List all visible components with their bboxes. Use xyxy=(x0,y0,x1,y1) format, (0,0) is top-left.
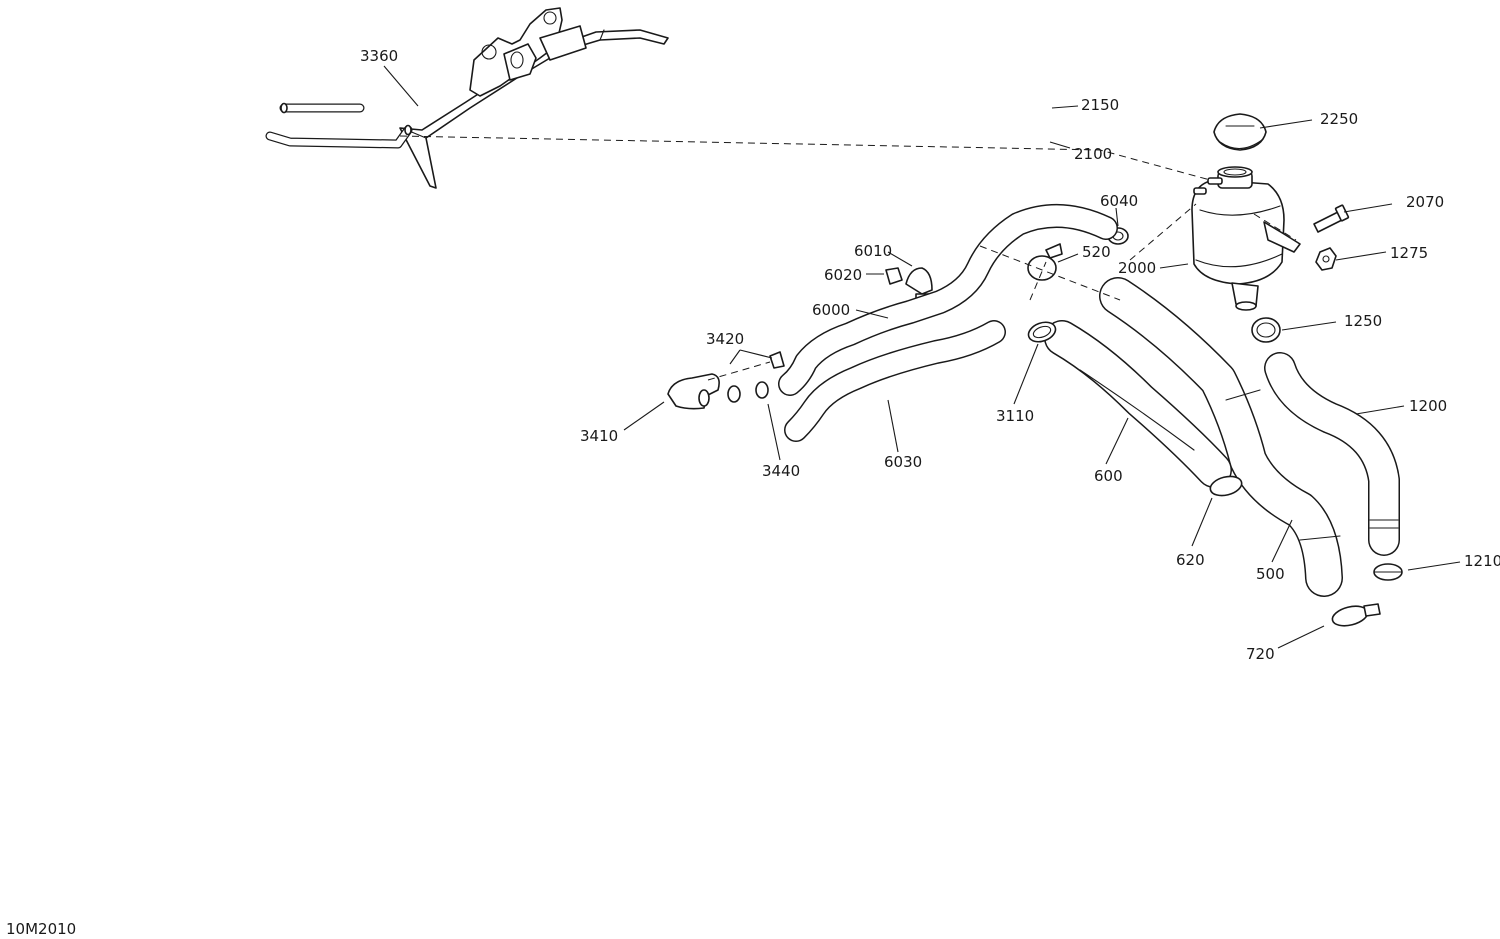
label-3110: 3110 xyxy=(996,407,1034,425)
label-720: 720 xyxy=(1246,645,1275,663)
label-3420: 3420 xyxy=(706,330,744,348)
label-520: 520 xyxy=(1082,243,1111,261)
nut-1275-illustration xyxy=(1315,247,1337,271)
label-620: 620 xyxy=(1176,551,1205,569)
label-2000: 2000 xyxy=(1118,259,1156,277)
tube-2100-illustration xyxy=(265,124,413,149)
label-2250: 2250 xyxy=(1320,110,1358,128)
label-500: 500 xyxy=(1256,565,1285,583)
label-2100: 2100 xyxy=(1074,145,1112,163)
label-3360: 3360 xyxy=(360,47,398,65)
label-6010: 6010 xyxy=(854,242,892,260)
bracket-3360-illustration xyxy=(399,7,669,189)
screw-2070-illustration xyxy=(1313,204,1350,233)
label-1210: 1210 xyxy=(1464,552,1500,570)
hose-500-illustration xyxy=(1099,277,1343,597)
label-1275: 1275 xyxy=(1390,244,1428,262)
expansion-tank-2000-illustration xyxy=(1191,166,1301,311)
label-1250: 1250 xyxy=(1344,312,1382,330)
label-6020: 6020 xyxy=(824,266,862,284)
cap-2250-illustration xyxy=(1213,113,1267,151)
assembly-lines xyxy=(399,135,1297,381)
sleeve-620-illustration xyxy=(1209,475,1243,497)
label-2150: 2150 xyxy=(1081,96,1119,114)
grommet-6020-illustration xyxy=(885,267,903,285)
label-6000: 6000 xyxy=(812,301,850,319)
label-2070: 2070 xyxy=(1406,193,1444,211)
label-3410: 3410 xyxy=(580,427,618,445)
clamp-520-illustration xyxy=(1027,243,1063,281)
fitting-3410-illustration xyxy=(667,373,720,410)
clamp-1250-illustration xyxy=(1251,317,1281,343)
clamps-3440-illustration xyxy=(727,381,769,403)
leader-lines xyxy=(383,65,1461,649)
hose-1200-illustration xyxy=(1264,352,1400,556)
tube-2150-illustration xyxy=(279,102,365,114)
diagram-code: 10M2010 xyxy=(6,920,76,938)
label-3440: 3440 xyxy=(762,462,800,480)
clamp-1210-illustration xyxy=(1373,563,1403,581)
hose-600-illustration xyxy=(1044,320,1232,488)
clamp-720-illustration xyxy=(1331,603,1381,627)
label-600: 600 xyxy=(1094,467,1123,485)
clamp-3110-illustration xyxy=(1027,321,1057,343)
label-6040: 6040 xyxy=(1100,192,1138,210)
label-6030: 6030 xyxy=(884,453,922,471)
hose-6030-illustration xyxy=(784,320,1006,442)
hose-6000-illustration xyxy=(778,204,1118,396)
label-1200: 1200 xyxy=(1409,397,1447,415)
clamp-3420-illustration xyxy=(769,351,785,369)
